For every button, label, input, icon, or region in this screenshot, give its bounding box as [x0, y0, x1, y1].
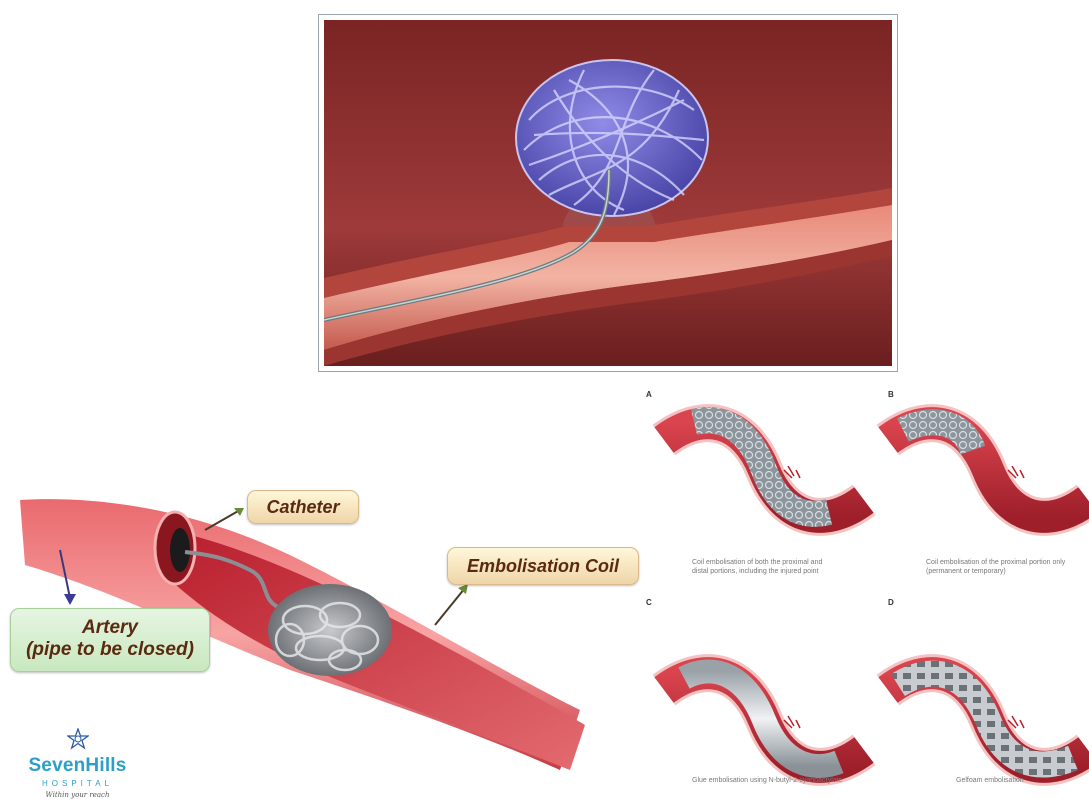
embolisation-techniques-figure: A B C D [636, 380, 1089, 798]
artery-label-line2: (pipe to be closed) [11, 639, 209, 661]
caption-d-line1: Gelfoam embolisation [956, 776, 1076, 785]
catheter-label: Catheter [247, 490, 359, 524]
caption-b-line1: Coil embolisation of the proximal portio… [926, 558, 1086, 567]
caption-b: Coil embolisation of the proximal portio… [926, 558, 1086, 576]
caption-a-line2: distal portions, including the injured p… [692, 567, 872, 576]
caption-a-line1: Coil embolisation of both the proximal a… [692, 558, 872, 567]
catheter-lumen [170, 528, 190, 572]
sevenhills-logo: SevenHills HOSPITAL Within your reach [10, 728, 145, 799]
artery-coil-illustration: Catheter Embolisation Coil Artery (pipe … [0, 470, 590, 798]
embolisation-coil-label: Embolisation Coil [447, 547, 639, 585]
coil-arrowhead [458, 584, 468, 594]
artery-arrowhead [64, 594, 76, 605]
artery-label-line1: Artery [11, 617, 209, 639]
panel-d-vessel [888, 673, 1088, 767]
caption-a: Coil embolisation of both the proximal a… [692, 558, 872, 576]
caption-c-line1: Glue embolisation using N-butyl-2-cyanoa… [692, 776, 872, 785]
panel-b-vessel [888, 422, 1088, 517]
logo-subtitle: HOSPITAL [10, 779, 145, 788]
panel-a-vessel [664, 420, 864, 517]
panel-c-vessel [664, 671, 864, 766]
artery-label: Artery (pipe to be closed) [10, 608, 210, 672]
caption-c: Glue embolisation using N-butyl-2-cyanoa… [692, 776, 872, 785]
aneurysm-coil-illustration [318, 14, 898, 372]
star-logo-icon [67, 728, 89, 750]
aneurysm-svg [324, 20, 892, 366]
caption-b-line2: (permanent or temporary) [926, 567, 1086, 576]
coil-arrow [435, 588, 465, 625]
logo-name: SevenHills [10, 755, 145, 777]
vessel-panels-svg [636, 380, 1089, 798]
caption-d: Gelfoam embolisation [956, 776, 1076, 785]
catheter-arrow [205, 510, 240, 530]
